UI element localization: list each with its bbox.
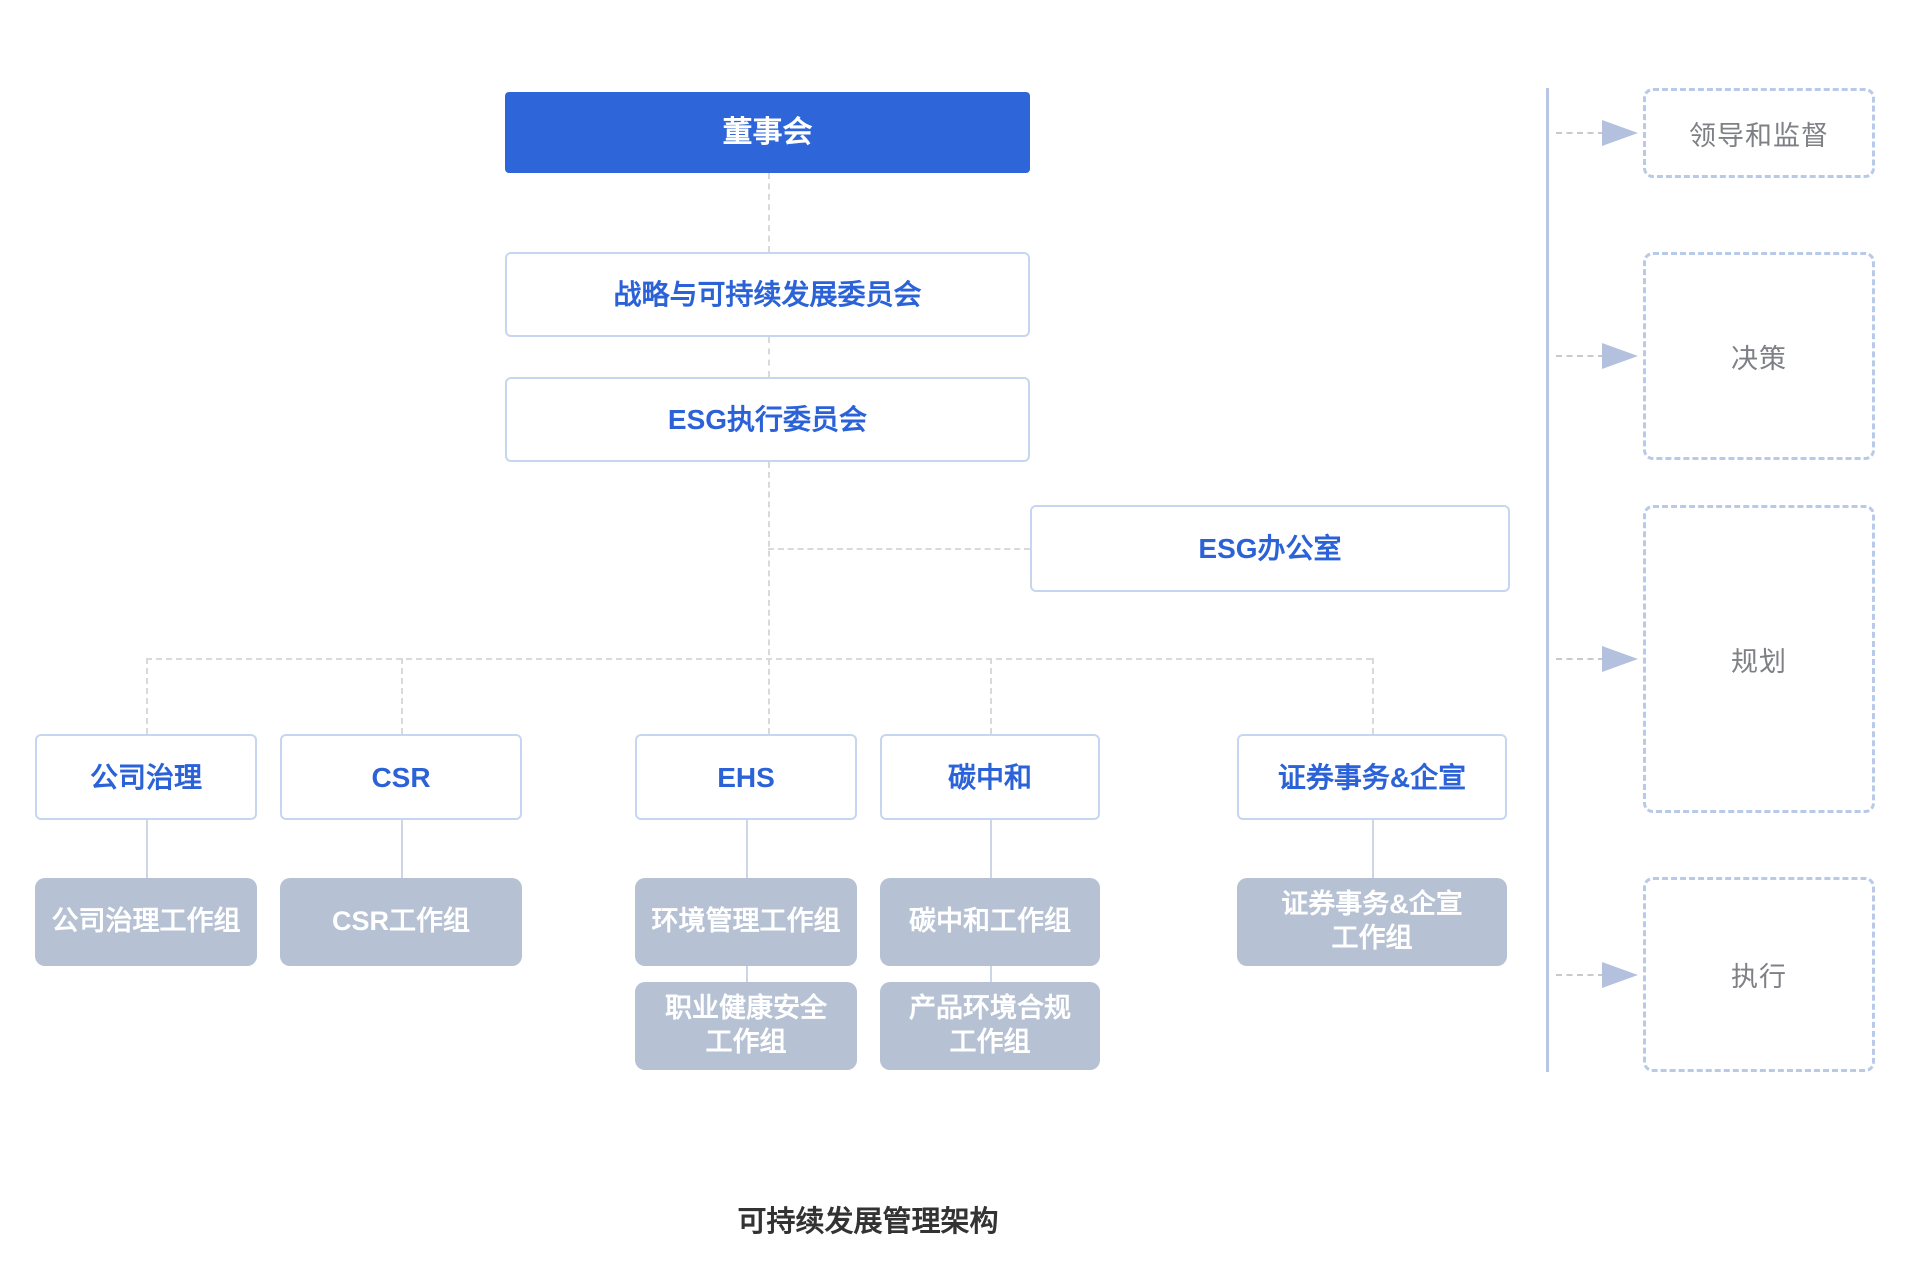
node-dept-carbon-neutrality: 碳中和 bbox=[880, 734, 1100, 820]
arrow-right-icon bbox=[1602, 646, 1638, 672]
node-dept-ehs: EHS bbox=[635, 734, 857, 820]
connector-securities-to-workgroup bbox=[1372, 820, 1374, 878]
node-dept-securities-pr: 证券事务&企宣 bbox=[1237, 734, 1507, 820]
stage-label-planning: 规划 bbox=[1643, 505, 1875, 813]
node-wg-occupational-health-safety: 职业健康安全 工作组 bbox=[635, 982, 857, 1070]
node-esg-office: ESG办公室 bbox=[1030, 505, 1510, 592]
connector-esg-committee-trunk bbox=[768, 462, 770, 734]
node-wg-carbon-neutrality: 碳中和工作组 bbox=[880, 878, 1100, 966]
node-wg-product-environmental-compliance: 产品环境合规 工作组 bbox=[880, 982, 1100, 1070]
node-esg-executive-committee: ESG执行委员会 bbox=[505, 377, 1030, 462]
connector-drop-carbon-neutrality bbox=[990, 658, 992, 734]
arrow-right-icon bbox=[1602, 120, 1638, 146]
connector-department-bus bbox=[146, 658, 1372, 660]
connector-board-to-strategy bbox=[768, 173, 770, 252]
node-board-of-directors: 董事会 bbox=[505, 92, 1030, 173]
connector-drop-corporate-governance bbox=[146, 658, 148, 734]
stage-arrow-line-4 bbox=[1556, 974, 1604, 976]
node-wg-corporate-governance: 公司治理工作组 bbox=[35, 878, 257, 966]
node-wg-securities-pr: 证券事务&企宣 工作组 bbox=[1237, 878, 1507, 966]
connector-to-esg-office bbox=[768, 548, 1030, 550]
arrow-right-icon bbox=[1602, 343, 1638, 369]
connector-ehs-workgroup-2 bbox=[746, 966, 748, 982]
arrow-right-icon bbox=[1602, 962, 1638, 988]
stage-label-leadership-supervision: 领导和监督 bbox=[1643, 88, 1875, 178]
node-dept-corporate-governance: 公司治理 bbox=[35, 734, 257, 820]
connector-carbon-to-workgroup bbox=[990, 820, 992, 878]
node-strategy-sustainability-committee: 战略与可持续发展委员会 bbox=[505, 252, 1030, 337]
stage-arrow-line-3 bbox=[1556, 658, 1604, 660]
stage-label-execution: 执行 bbox=[1643, 877, 1875, 1072]
node-wg-csr: CSR工作组 bbox=[280, 878, 522, 966]
node-dept-csr: CSR bbox=[280, 734, 522, 820]
connector-drop-securities-pr bbox=[1372, 658, 1374, 734]
connector-drop-csr bbox=[401, 658, 403, 734]
connector-csr-to-workgroup bbox=[401, 820, 403, 878]
stage-arrow-line-1 bbox=[1556, 132, 1604, 134]
stage-arrow-line-2 bbox=[1556, 355, 1604, 357]
stage-label-decision: 决策 bbox=[1643, 252, 1875, 460]
connector-strategy-to-esg-committee bbox=[768, 337, 770, 377]
connector-ehs-to-workgroup bbox=[746, 820, 748, 878]
stage-rail-line bbox=[1546, 88, 1549, 1072]
connector-carbon-workgroup-2 bbox=[990, 966, 992, 982]
diagram-title: 可持续发展管理架构 bbox=[737, 1206, 999, 1238]
node-wg-environmental-management: 环境管理工作组 bbox=[635, 878, 857, 966]
connector-governance-to-workgroup bbox=[146, 820, 148, 878]
